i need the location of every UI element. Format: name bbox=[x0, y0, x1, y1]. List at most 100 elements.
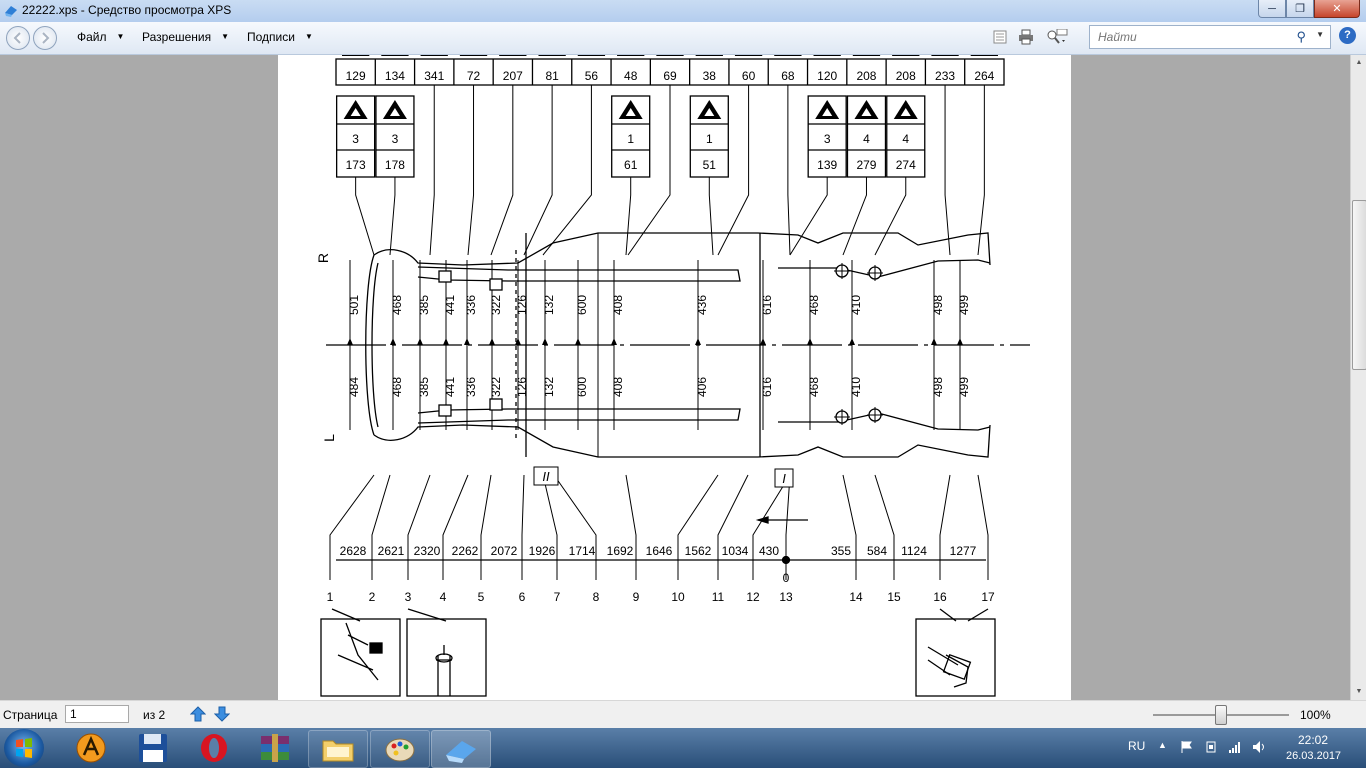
page-number-input[interactable] bbox=[65, 705, 129, 723]
back-button[interactable] bbox=[6, 26, 30, 50]
clock-time[interactable]: 22:02 bbox=[1298, 733, 1329, 747]
top-point-number: 207 bbox=[503, 69, 523, 83]
search-box[interactable]: ⚲ ▼ bbox=[1089, 25, 1331, 49]
taskbar-app-xps-viewer[interactable] bbox=[431, 730, 491, 768]
previous-page-icon[interactable] bbox=[190, 706, 206, 722]
leader-line bbox=[874, 177, 907, 256]
measure-box bbox=[335, 95, 376, 178]
bracket-point bbox=[489, 398, 503, 411]
menu-signatures[interactable]: Подписи▼ bbox=[247, 30, 313, 44]
box-mid-value: 4 bbox=[902, 132, 909, 146]
bottom-dimension-value: 1277 bbox=[950, 544, 977, 558]
point-number: 16 bbox=[933, 590, 947, 604]
taskbar-app-winrar[interactable] bbox=[246, 730, 304, 766]
xps-viewer-icon bbox=[446, 741, 476, 763]
signal-strength-icon[interactable] bbox=[1228, 740, 1242, 754]
bottom-dimension-value: 584 bbox=[867, 544, 887, 558]
upper-dimension-value: 410 bbox=[849, 295, 863, 315]
point-number: 14 bbox=[849, 590, 863, 604]
taskbar-app-opera[interactable] bbox=[185, 730, 243, 766]
point-number: 1 bbox=[327, 590, 334, 604]
opera-icon bbox=[201, 734, 227, 762]
lower-dimension-value: 408 bbox=[611, 377, 625, 397]
search-input[interactable] bbox=[1096, 29, 1290, 45]
leader-line bbox=[977, 474, 989, 560]
point-number: 6 bbox=[519, 590, 526, 604]
search-icon[interactable]: ⚲ bbox=[1296, 29, 1306, 44]
section-label-ii: II bbox=[542, 469, 550, 484]
leader-line bbox=[407, 474, 431, 560]
point-number: 11 bbox=[712, 590, 725, 604]
start-button[interactable] bbox=[4, 729, 44, 767]
bottom-dimension-value: 2621 bbox=[378, 544, 405, 558]
box-mid-value: 3 bbox=[352, 132, 359, 146]
bracket-point bbox=[438, 404, 452, 417]
clock-date[interactable]: 26.03.2017 bbox=[1286, 750, 1342, 762]
measure-box bbox=[846, 95, 887, 178]
menu-permissions[interactable]: Разрешения▼ bbox=[142, 30, 229, 44]
document-outline-icon[interactable] bbox=[992, 29, 1008, 45]
upper-dimension-value: 436 bbox=[695, 295, 709, 315]
chevron-down-icon[interactable]: ▼ bbox=[1316, 30, 1324, 39]
lower-dimension-value: 336 bbox=[464, 377, 478, 397]
bottom-dimension-value: 1562 bbox=[685, 544, 712, 558]
bottom-dimension-value: 2072 bbox=[491, 544, 518, 558]
xps-app-icon bbox=[5, 6, 17, 17]
box-mid-value: 1 bbox=[627, 132, 634, 146]
zoom-icon[interactable] bbox=[1046, 29, 1068, 45]
scroll-up-button[interactable]: ▲ bbox=[1351, 55, 1366, 71]
dimension-arrow bbox=[417, 338, 423, 345]
close-button[interactable]: ✕ bbox=[1314, 0, 1360, 18]
taskbar-app-save[interactable] bbox=[124, 730, 182, 766]
taskbar-app-paint[interactable] bbox=[370, 730, 430, 768]
safely-remove-icon[interactable] bbox=[1204, 740, 1218, 754]
leader-line bbox=[480, 474, 492, 560]
print-icon[interactable] bbox=[1018, 29, 1034, 45]
folder-icon bbox=[322, 740, 354, 762]
top-point-number: 233 bbox=[935, 69, 955, 83]
leader-line bbox=[627, 85, 671, 256]
zoom-slider-thumb[interactable] bbox=[1215, 705, 1227, 725]
box-bottom-value: 61 bbox=[624, 158, 638, 172]
dimension-arrow bbox=[849, 338, 855, 345]
box-mid-value: 3 bbox=[824, 132, 831, 146]
upper-dimension-value: 468 bbox=[807, 295, 821, 315]
language-indicator[interactable]: RU bbox=[1128, 739, 1146, 753]
menu-file[interactable]: Файл▼ bbox=[77, 30, 124, 44]
upper-dimension-value: 600 bbox=[575, 295, 589, 315]
bottom-dimension-value: 1646 bbox=[646, 544, 673, 558]
next-page-icon[interactable] bbox=[214, 706, 230, 722]
maximize-button[interactable]: ❐ bbox=[1286, 0, 1314, 18]
dimension-arrow bbox=[807, 338, 813, 345]
leader-line bbox=[708, 177, 714, 256]
leader-line bbox=[842, 474, 857, 560]
taskbar-app-explorer[interactable] bbox=[308, 730, 368, 768]
scroll-down-button[interactable]: ▼ bbox=[1351, 684, 1366, 700]
triangle-inner-icon bbox=[389, 108, 400, 116]
upper-dimension-value: 498 bbox=[931, 295, 945, 315]
menu-file-label: Файл bbox=[77, 30, 107, 44]
measure-box bbox=[807, 95, 847, 178]
vertical-scrollbar[interactable]: ▲ ▼ bbox=[1350, 55, 1366, 700]
leader-line bbox=[717, 474, 749, 560]
volume-icon[interactable] bbox=[1252, 740, 1266, 754]
triangle-inner-icon bbox=[350, 108, 361, 116]
taskbar-app-aimp[interactable] bbox=[62, 730, 120, 766]
action-center-flag-icon[interactable] bbox=[1180, 740, 1194, 754]
minimize-button[interactable]: ─ bbox=[1258, 0, 1286, 18]
measure-box bbox=[611, 95, 651, 178]
top-point-number: 72 bbox=[467, 69, 481, 83]
help-icon[interactable]: ? bbox=[1339, 27, 1356, 44]
scroll-thumb[interactable] bbox=[1352, 200, 1366, 370]
taskbar: RU ▲ 22:02 26.03.2017 bbox=[0, 728, 1366, 768]
show-hidden-icons-icon[interactable]: ▲ bbox=[1158, 740, 1167, 750]
leader-line bbox=[389, 177, 396, 256]
leader-line bbox=[625, 177, 632, 256]
title-bar: 22222.xps - Средство просмотра XPS ─ ❐ ✕ bbox=[0, 0, 1366, 22]
top-point-number: 48 bbox=[624, 69, 638, 83]
windows-logo-icon bbox=[16, 738, 32, 758]
point-number: 3 bbox=[405, 590, 412, 604]
dimension-arrow bbox=[760, 338, 766, 345]
forward-button[interactable] bbox=[33, 26, 57, 50]
